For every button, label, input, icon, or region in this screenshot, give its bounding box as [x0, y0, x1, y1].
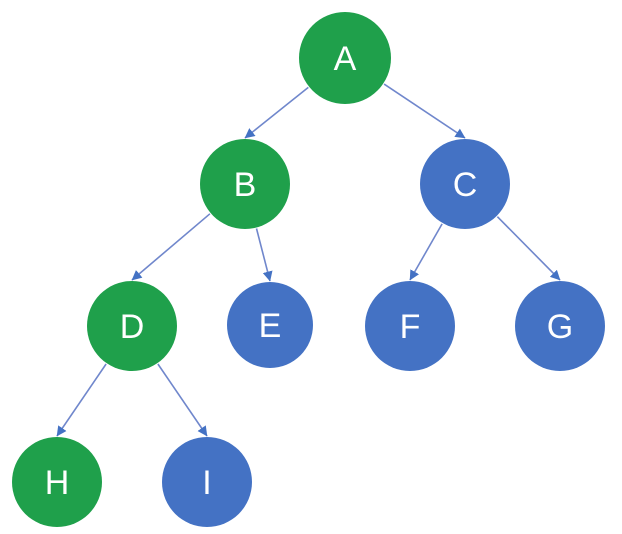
node-circle-G [515, 281, 605, 371]
node-circle-F [365, 281, 455, 371]
edges-layer [56, 83, 561, 437]
edge-A-B [244, 86, 309, 139]
node-circle-I [162, 437, 252, 527]
tree-node-B: B [200, 139, 290, 229]
node-circle-E [227, 282, 313, 368]
edge-C-G [496, 216, 561, 281]
edge-C-F [409, 223, 443, 281]
node-circle-D [87, 281, 177, 371]
edge-D-I [157, 363, 208, 437]
tree-node-I: I [162, 437, 252, 527]
edge-A-C [383, 83, 466, 139]
edge-B-E [255, 228, 273, 282]
tree-node-H: H [12, 437, 102, 527]
tree-node-F: F [365, 281, 455, 371]
node-circle-H [12, 437, 102, 527]
node-circle-C [420, 139, 510, 229]
node-circle-B [200, 139, 290, 229]
edge-D-H [56, 363, 107, 437]
tree-node-A: A [299, 12, 391, 104]
tree-node-D: D [87, 281, 177, 371]
edge-B-D [131, 213, 211, 281]
tree-node-E: E [227, 282, 313, 368]
tree-node-C: C [420, 139, 510, 229]
tree-node-G: G [515, 281, 605, 371]
node-circle-A [299, 12, 391, 104]
